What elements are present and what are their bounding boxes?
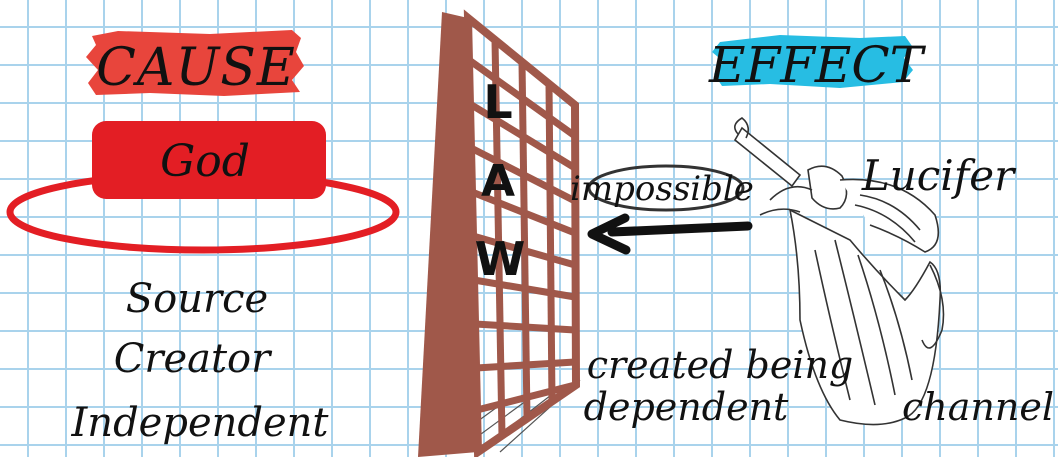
law-wall: L A W (418, 12, 580, 457)
law-letter-w: W (475, 232, 526, 286)
god-label: God (160, 136, 250, 187)
cause-heading-text: CAUSE (96, 38, 296, 98)
effect-attribute-dependent: dependent (584, 385, 789, 429)
effect-attribute-created-being: created being (587, 343, 854, 387)
law-letter-a: A (481, 156, 515, 207)
cause-attribute-source: Source (126, 276, 268, 322)
cause-attribute-independent: Independent (71, 400, 330, 446)
effect-heading: EFFECT (708, 35, 927, 94)
effect-attribute-channel: channel (902, 385, 1054, 429)
god-box: God (10, 121, 396, 250)
law-letter-l: L (483, 75, 512, 129)
impossible-arrow: impossible (570, 166, 754, 250)
cause-attribute-creator: Creator (114, 336, 273, 382)
cause-heading: CAUSE (86, 30, 304, 98)
impossible-label: impossible (570, 169, 754, 209)
effect-heading-text: EFFECT (708, 36, 927, 94)
left-arrow-icon (592, 218, 748, 250)
effect-name-lucifer: Lucifer (861, 151, 1017, 200)
